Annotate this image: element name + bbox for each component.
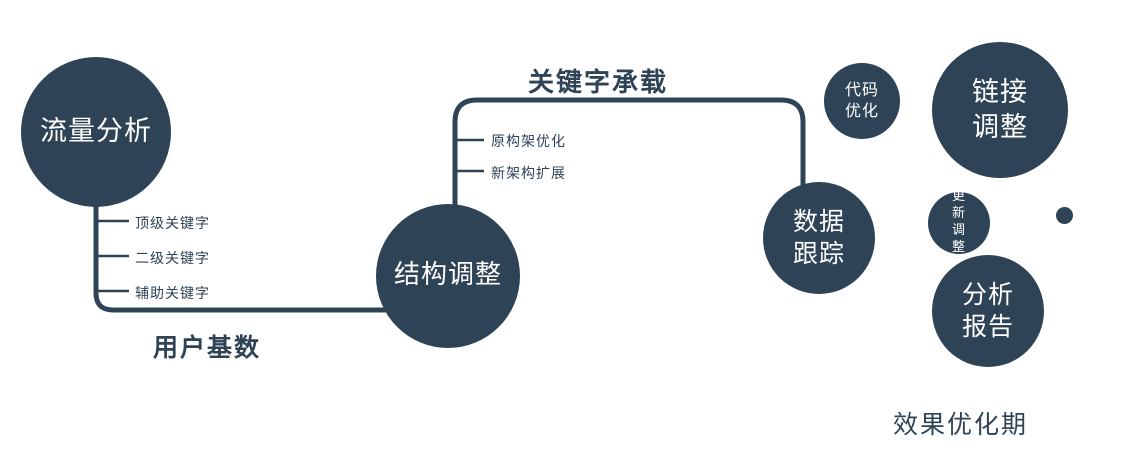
node-label: 分析报告	[961, 279, 1014, 342]
edge-label-user-base: 用户基数	[153, 333, 262, 362]
node-analysis-report: 分析报告	[932, 255, 1044, 367]
branch-label-auxiliary-keywords: 辅助关键字	[135, 286, 210, 302]
node-code-optimization: 代码优化	[824, 63, 900, 139]
edge-label-keyword-carry: 关键字承载	[528, 68, 669, 98]
node-label: 代码优化	[844, 80, 879, 120]
connector-structure-to-tracking	[452, 97, 806, 250]
branch-label-original-architecture: 原构架优化	[491, 134, 566, 150]
node-data-tracking: 数据跟踪	[763, 182, 875, 294]
node-label: 结构调整	[393, 260, 502, 291]
branch-label-top-keywords: 顶级关键字	[135, 216, 210, 232]
node-update-adjustment: 更新调整	[928, 189, 990, 255]
node-label: 更新调整	[951, 189, 966, 255]
node-label: 数据跟踪	[792, 206, 845, 269]
branch-label-secondary-keywords: 二级关键字	[135, 251, 210, 267]
node-label: 流量分析	[40, 116, 152, 148]
node-traffic-analysis: 流量分析	[21, 57, 171, 207]
node-structure-adjustment: 结构调整	[376, 204, 520, 348]
node-link-adjustment: 链接调整	[932, 42, 1068, 178]
connector-traffic-to-structure	[93, 135, 415, 313]
branch-label-new-architecture: 新架构扩展	[491, 166, 566, 182]
footer-label-effect-optimization-period: 效果优化期	[893, 410, 1029, 439]
node-label: 链接调整	[971, 76, 1028, 143]
dot-marker	[1056, 207, 1073, 224]
